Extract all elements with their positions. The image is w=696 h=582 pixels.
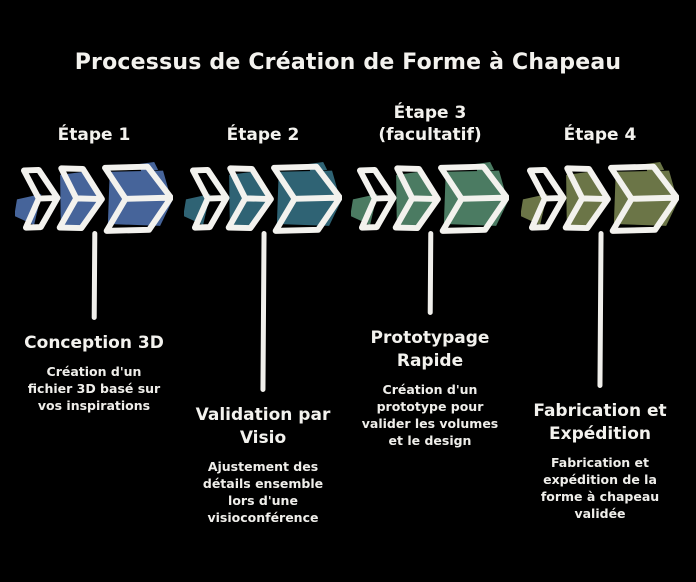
desc-line: détails ensemble: [202, 475, 324, 491]
desc-line: Fabrication et: [550, 454, 650, 470]
chevron-process-icon: [15, 161, 173, 234]
desc-line: Ajustement des: [207, 458, 319, 474]
step-card-title-line2: Expédition: [548, 423, 651, 444]
chevron-process-icon: [351, 161, 509, 234]
connector-line: [596, 230, 604, 389]
step-card-title: Conception 3D: [24, 332, 164, 355]
desc-line: visioconférence: [207, 509, 319, 525]
step-card-description: Création d'un fichier 3D basé sur vos in…: [28, 364, 160, 415]
step-card-title-line1: Fabrication et: [533, 401, 667, 421]
step-card-description: Création d'un prototype pour valider les…: [362, 382, 499, 450]
desc-line: lors d'une: [228, 492, 298, 508]
step-card-title-line1: Prototypage: [370, 328, 490, 348]
chevron-process-icon: [184, 161, 342, 234]
desc-line: validée: [574, 505, 626, 521]
step-card-title: Prototypage Rapide: [371, 327, 490, 373]
diagram-title: Processus de Création de Forme à Chapeau: [74, 50, 622, 75]
step-card-title-line2: Visio: [239, 427, 287, 448]
chevron-process-icon: [521, 161, 679, 234]
step-column-2: Étape 2 Validation par Visio Ajustement …: [181, 0, 345, 582]
step-column-1: Étape 1 Conception 3D Création d'un fich…: [12, 0, 176, 582]
desc-line: valider les volumes: [361, 415, 499, 431]
step-label-line2: (facultatif): [378, 124, 482, 145]
step-card-title-line2: Rapide: [396, 350, 464, 371]
desc-line: expédition de la: [543, 471, 657, 487]
desc-line: Création d'un: [382, 381, 478, 397]
step-label-line1: Étape 2: [226, 124, 300, 145]
desc-line: fichier 3D basé sur: [27, 380, 161, 396]
connector-line: [91, 230, 97, 321]
step-card-title-line1: Conception 3D: [24, 333, 164, 353]
desc-line: forme à chapeau: [540, 488, 660, 504]
connector-line: [259, 230, 267, 393]
step-card-description: Fabrication et expédition de la forme à …: [541, 455, 659, 523]
desc-line: et le design: [388, 432, 472, 448]
step-card-title: Fabrication et Expédition: [533, 400, 666, 446]
connector-line: [427, 230, 433, 316]
desc-line: prototype pour: [376, 398, 484, 414]
desc-line: vos inspirations: [37, 397, 151, 413]
step-label-line1: Étape 3: [393, 102, 467, 123]
step-label: Étape 2: [227, 100, 300, 146]
step-label: Étape 3 (facultatif): [378, 100, 481, 146]
step-card-title: Validation par Visio: [196, 404, 331, 450]
desc-line: Création d'un: [46, 363, 142, 379]
step-label-line1: Étape 1: [57, 124, 131, 145]
step-label: Étape 4: [564, 100, 637, 146]
step-label-line1: Étape 4: [563, 124, 637, 145]
step-card-title-line1: Validation par: [195, 405, 331, 425]
step-label: Étape 1: [58, 100, 131, 146]
step-column-3: Étape 3 (facultatif) Prototypage Rapide …: [348, 0, 512, 582]
step-column-4: Étape 4 Fabrication et Expédition Fabric…: [518, 0, 682, 582]
step-card-description: Ajustement des détails ensemble lors d'u…: [203, 459, 323, 527]
